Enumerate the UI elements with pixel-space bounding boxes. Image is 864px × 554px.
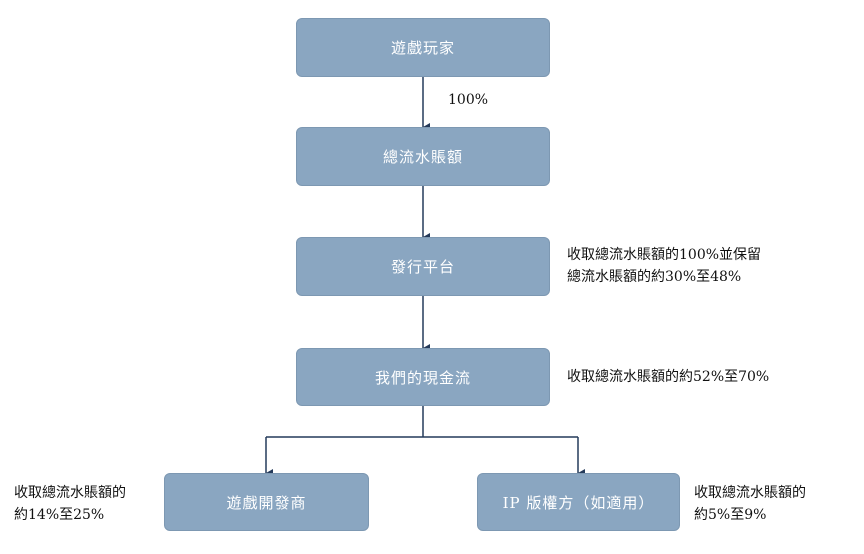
note-platform-line1: 收取總流水賬額的100%並保留: [567, 247, 762, 263]
node-our-cash-flow: 我們的現金流: [296, 348, 550, 406]
node-gross-billings: 總流水賬額: [296, 127, 550, 186]
note-developers: 收取總流水賬額的 約14%至25%: [14, 482, 126, 526]
note-developers-line1: 收取總流水賬額的: [14, 485, 126, 501]
note-platform: 收取總流水賬額的100%並保留 總流水賬額的約30%至48%: [567, 244, 761, 288]
note-our-cash-flow: 收取總流水賬額的約52%至70%: [567, 369, 770, 385]
note-platform-line2: 總流水賬額的約30%至48%: [567, 269, 742, 285]
note-ip-holders: 收取總流水賬額的 約5%至9%: [694, 482, 806, 526]
note-developers-line2: 約14%至25%: [14, 507, 105, 523]
node-platform: 發行平台: [296, 237, 550, 296]
label-100-percent: 100%: [448, 92, 489, 108]
note-ip-holders-line1: 收取總流水賬額的: [694, 485, 806, 501]
note-ip-holders-line2: 約5%至9%: [694, 507, 767, 523]
node-players: 遊戲玩家: [296, 18, 550, 77]
node-developers: 遊戲開發商: [164, 473, 369, 531]
node-ip-holders: IP 版權方（如適用）: [477, 473, 680, 531]
